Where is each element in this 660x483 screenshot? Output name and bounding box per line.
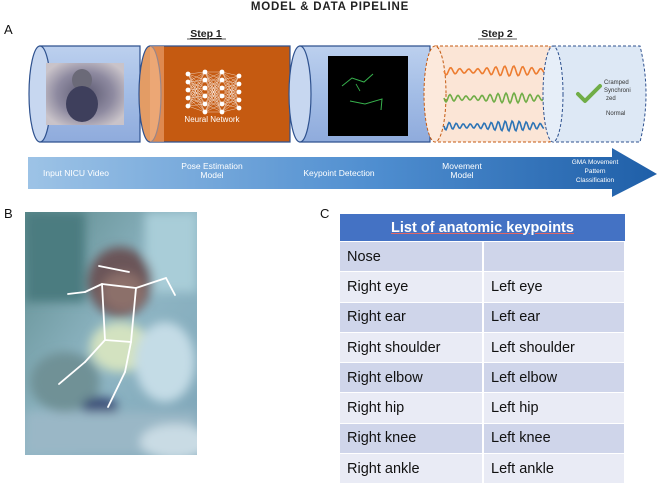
arrow-stage-label: Pose Estimation [181, 161, 243, 171]
movement-cylinder [423, 45, 551, 143]
arrow-stage-label: Model [450, 170, 473, 180]
class-label-normal: Normal [606, 111, 625, 117]
neural-network-icon [185, 69, 242, 115]
step-1-label: Step 1 [190, 28, 222, 40]
green-wave [443, 91, 545, 105]
keypoint-right: Right eye [340, 271, 484, 303]
keypoint-right: Right hip [340, 392, 484, 424]
panel-label-b: B [4, 206, 13, 221]
keypoint-left: Left knee [483, 422, 626, 454]
infant-photo-with-skeleton [25, 212, 197, 455]
keypoint-left [483, 240, 626, 272]
arrow-stage-label: Classification [576, 177, 615, 184]
arrow-stage-label: Pattern [585, 168, 606, 175]
keypoint-right: Right knee [340, 422, 484, 454]
table-row: Nose [340, 240, 626, 272]
keypoint-cylinder [288, 45, 431, 143]
arrow-stage-label: GMA Movement [572, 159, 619, 166]
table-header: List of anatomic keypoints [340, 214, 625, 242]
orange-wave [443, 64, 545, 78]
blue-wave [443, 119, 545, 133]
keypoint-right: Right elbow [340, 362, 484, 393]
keypoint-right: Nose [340, 240, 484, 272]
class-label-cramped: Cramped [604, 80, 629, 86]
arrow-stage-label: Input NICU Video [43, 168, 109, 178]
arrow-stage-label: Keypoint Detection [303, 168, 375, 178]
keypoint-left: Left elbow [483, 362, 626, 393]
neural-network-label: Neural Network [184, 115, 240, 124]
pipeline-diagram: Step 1 Step 2 Neural Network [28, 28, 657, 197]
panel-label-a: A [4, 22, 13, 37]
video-cylinder [28, 45, 141, 143]
classification-cylinder: Cramped Synchroni zed Normal [542, 45, 647, 143]
pose-estimation-cylinder: Neural Network [138, 45, 291, 143]
arrow-stage-label: Model [200, 170, 223, 180]
class-label-synchronized-1: Synchroni [604, 88, 631, 94]
step-2-label: Step 2 [481, 28, 513, 40]
class-label-synchronized-2: zed [606, 96, 616, 102]
keypoint-left: Left hip [483, 392, 626, 424]
panel-label-c: C [320, 206, 330, 221]
check-icon [576, 84, 602, 103]
keypoint-right: Right ear [340, 301, 484, 333]
keypoint-left: Left shoulder [483, 331, 626, 363]
keypoint-right: Right ankle [340, 453, 484, 483]
keypoint-left: Left ankle [483, 453, 626, 483]
arrow-stage-label: Movement [442, 161, 482, 171]
keypoint-preview [328, 56, 408, 136]
keypoint-left: Left ear [483, 301, 626, 333]
keypoint-left: Left eye [483, 271, 626, 303]
page-title: MODEL & DATA PIPELINE [250, 1, 410, 13]
skeleton-overlay [58, 265, 176, 408]
keypoint-right: Right shoulder [340, 331, 484, 363]
